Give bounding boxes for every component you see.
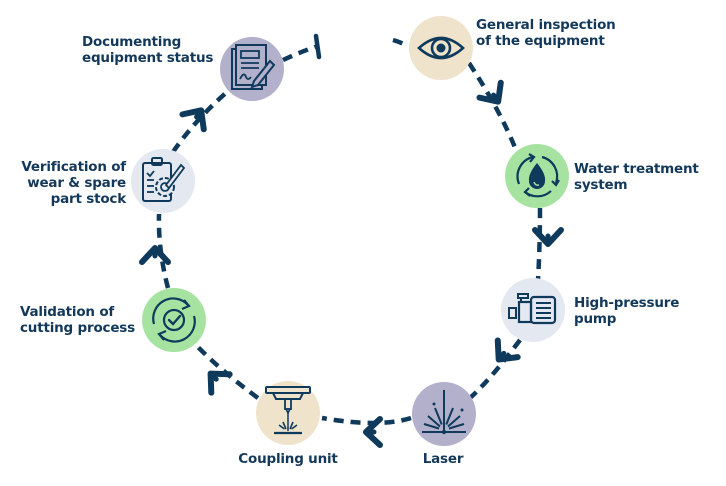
step-node-general-inspection (409, 16, 473, 80)
dashed-connector (535, 207, 543, 281)
cutting-head-icon (265, 386, 311, 435)
arrowhead-icon (494, 337, 521, 363)
dashed-connector (194, 343, 260, 400)
step-node-coupling-unit (256, 381, 320, 445)
arrowhead-icon (532, 227, 564, 247)
arrowhead-icon (207, 370, 233, 396)
cycle-nodes (131, 16, 569, 446)
label-coupling-unit: Coupling unit (238, 451, 338, 467)
arrowhead-icon (476, 79, 504, 105)
label-laser: Laser (422, 451, 464, 467)
dashed-connector (467, 61, 519, 151)
dashed-connector (171, 90, 229, 154)
end-cap (313, 33, 322, 60)
dashed-connector (321, 415, 412, 426)
cycle-connectors (139, 33, 564, 448)
step-node-high-pressure-pump (501, 278, 565, 342)
arrowhead-icon (139, 245, 171, 265)
label-documenting: Documenting equipment status (82, 34, 214, 66)
dashed-connector (468, 338, 522, 400)
label-high-pressure-pump: High-pressure pump (574, 295, 680, 327)
label-general-inspection: General inspection of the equipment (476, 17, 616, 49)
document-sign-icon (231, 44, 276, 90)
eye-icon (417, 36, 465, 60)
step-node-validation (142, 288, 206, 352)
laser-burst-icon (422, 390, 466, 435)
cycle-check-icon (152, 297, 196, 343)
dashed-connector (282, 43, 319, 63)
label-validation: Validation of cutting process (20, 304, 135, 336)
arrowhead-icon (363, 416, 383, 448)
label-verification: Verification of wear & spare part stock (21, 159, 126, 207)
clipboard-gear-icon (142, 157, 186, 202)
arrowhead-icon (179, 107, 207, 133)
step-node-verification (131, 149, 195, 213)
step-node-water-treatment (505, 144, 569, 208)
pump-icon (508, 293, 557, 325)
step-node-documenting (220, 37, 284, 101)
step-node-laser (412, 382, 476, 446)
water-recycle-icon (516, 153, 560, 198)
label-water-treatment: Water treatment system (574, 161, 699, 193)
dashed-connector-start (392, 37, 410, 49)
